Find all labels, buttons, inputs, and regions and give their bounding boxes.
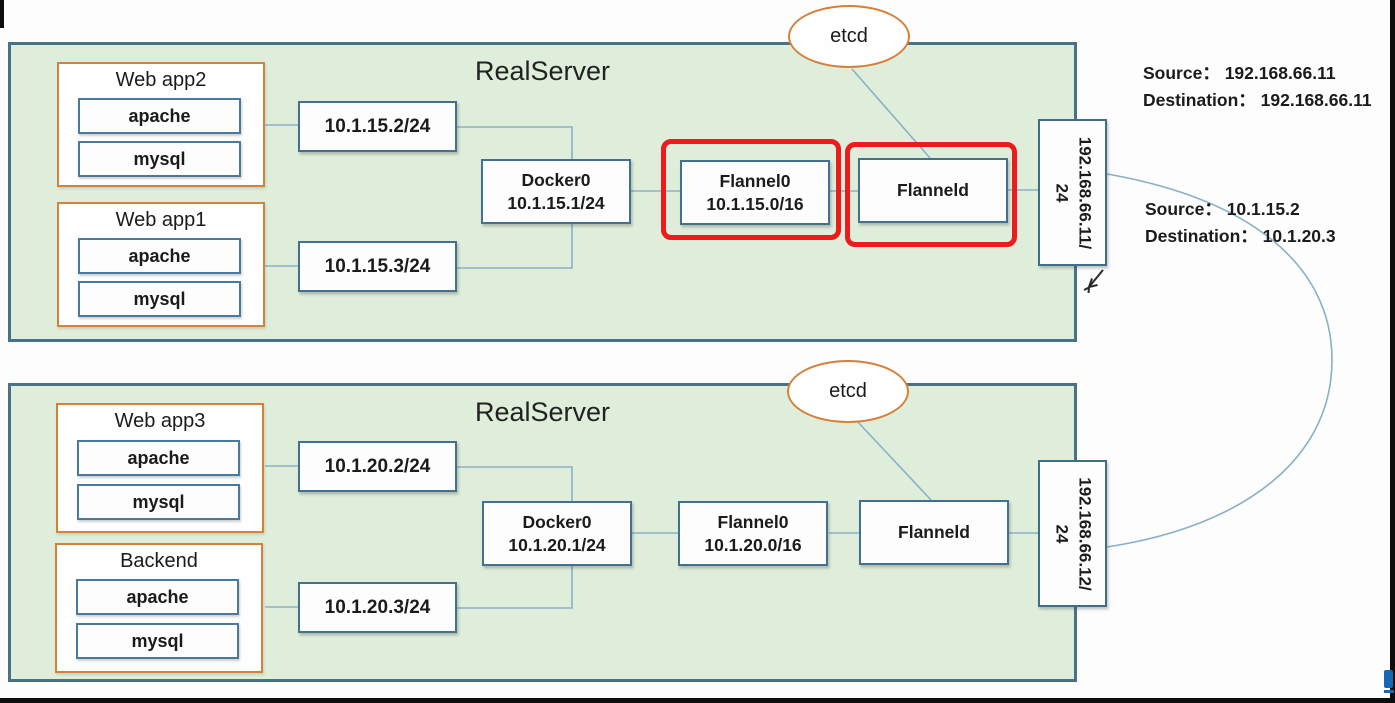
outer-source: Source： 192.168.66.11 bbox=[1143, 63, 1336, 83]
docker0-box-1: Docker0 10.1.15.1/24 bbox=[481, 159, 631, 224]
flannel0-ip: 10.1.20.0/16 bbox=[704, 534, 802, 555]
app-title-backend: Backend bbox=[120, 550, 198, 572]
etcd-label: etcd bbox=[829, 380, 867, 402]
realserver-1-title: RealServer bbox=[474, 56, 611, 86]
watermark-icon bbox=[1384, 670, 1393, 688]
apache-box: apache bbox=[78, 238, 241, 274]
apache-box: apache bbox=[76, 579, 239, 615]
docker0-box-2: Docker0 10.1.20.1/24 bbox=[482, 501, 632, 566]
app-group-webapp2: Web app2 apache mysql bbox=[57, 62, 265, 187]
flannel0-ip: 10.1.15.0/16 bbox=[706, 193, 804, 214]
app-group-backend: Backend apache mysql bbox=[55, 543, 263, 673]
etcd-label: etcd bbox=[830, 25, 868, 47]
app-title-webapp1: Web app1 bbox=[115, 209, 207, 231]
docker0-name: Docker0 bbox=[521, 169, 591, 190]
mysql-box: mysql bbox=[78, 281, 241, 317]
inner-source: Source： 10.1.15.2 bbox=[1145, 199, 1300, 219]
mysql-box: mysql bbox=[77, 484, 240, 520]
docker0-name: Docker0 bbox=[522, 511, 592, 532]
eth-box-192-168-66-11: 192.168.66.11/ 24 bbox=[1038, 119, 1107, 266]
apache-box: apache bbox=[77, 440, 240, 476]
flannel0-name: Flannel0 bbox=[717, 511, 789, 532]
eth-ip-line2: 24 bbox=[1052, 183, 1072, 202]
flanneld-box-2: Flanneld bbox=[859, 500, 1009, 565]
outer-destination: Destination： 192.168.66.11 bbox=[1143, 90, 1372, 111]
ip-box-10-1-15-2: 10.1.15.2/24 bbox=[298, 101, 457, 152]
ip-box-10-1-20-2: 10.1.20.2/24 bbox=[298, 441, 457, 492]
ip-box-10-1-20-3: 10.1.20.3/24 bbox=[298, 582, 457, 633]
inner-destination: Destination： 10.1.20.3 bbox=[1145, 226, 1336, 247]
eth-ip-line1: 192.168.66.12/ bbox=[1075, 476, 1095, 591]
highlight-flannel0 bbox=[661, 139, 841, 240]
annotation-inner-packet: Source： 10.1.15.2 Destination： 10.1.20.3 bbox=[1145, 196, 1336, 250]
flannel0-name: Flannel0 bbox=[719, 170, 791, 191]
flannel0-box-2: Flannel0 10.1.20.0/16 bbox=[678, 501, 828, 566]
app-title-webapp3: Web app3 bbox=[114, 410, 206, 432]
annotation-outer-packet: Source： 192.168.66.11 Destination： 192.1… bbox=[1143, 60, 1372, 114]
edge-artifact-topleft bbox=[0, 0, 4, 28]
flanneld-name: Flanneld bbox=[898, 522, 970, 543]
mysql-box: mysql bbox=[78, 141, 241, 177]
flannel0-box-1: Flannel0 10.1.15.0/16 bbox=[680, 160, 830, 225]
flanneld-box-1: Flanneld bbox=[858, 158, 1008, 223]
highlight-flanneld bbox=[845, 142, 1017, 247]
mysql-box: mysql bbox=[76, 623, 239, 659]
flanneld-name: Flanneld bbox=[897, 180, 969, 201]
ip-box-10-1-15-3: 10.1.15.3/24 bbox=[298, 241, 457, 292]
realserver-2-title: RealServer bbox=[474, 397, 611, 427]
app-title-webapp2: Web app2 bbox=[115, 69, 207, 91]
mouse-cursor-icon bbox=[1083, 269, 1104, 294]
edge-bar-bottom bbox=[0, 698, 1395, 703]
app-group-webapp1: Web app1 apache mysql bbox=[57, 202, 265, 327]
etcd-node-2: etcd bbox=[787, 360, 909, 423]
edge-bar-right bbox=[1390, 0, 1395, 703]
eth-ip-line2: 24 bbox=[1052, 524, 1072, 543]
eth-box-192-168-66-12: 192.168.66.12/ 24 bbox=[1038, 460, 1107, 607]
apache-box: apache bbox=[78, 98, 241, 134]
docker0-ip: 10.1.20.1/24 bbox=[508, 534, 606, 555]
watermark-icon-underline bbox=[1384, 690, 1394, 693]
docker0-ip: 10.1.15.1/24 bbox=[507, 192, 605, 213]
app-group-webapp3: Web app3 apache mysql bbox=[56, 403, 264, 533]
etcd-node-1: etcd bbox=[788, 5, 910, 68]
eth-ip-line1: 192.168.66.11/ bbox=[1075, 136, 1095, 249]
